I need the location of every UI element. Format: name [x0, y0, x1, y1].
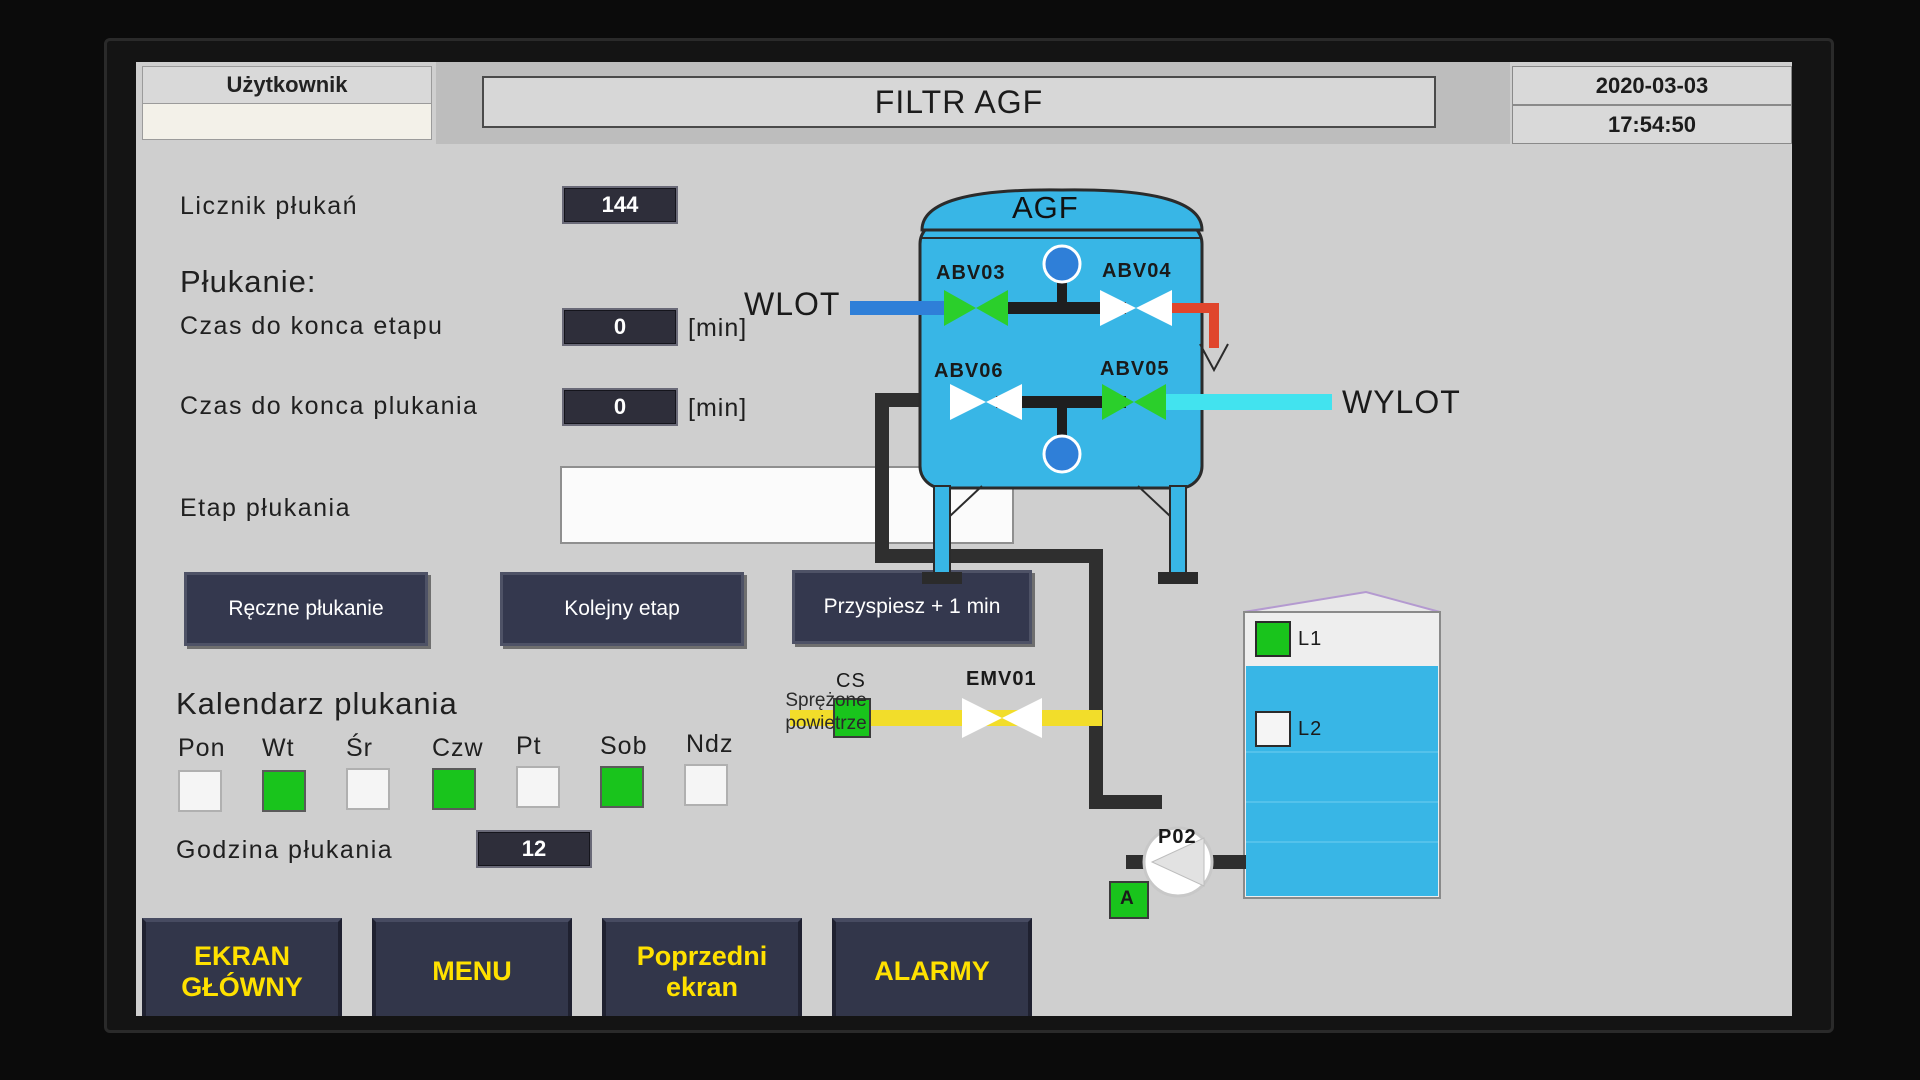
compressed-air-label: Sprężone powietrze [785, 690, 866, 736]
user-label: Użytkownik [142, 66, 432, 104]
stage-time-value: 0 [562, 308, 678, 346]
lower-nozzle [1042, 434, 1082, 474]
level-l1-indicator [1255, 621, 1291, 657]
tank-label: AGF [1012, 190, 1079, 225]
process-diagram [790, 188, 1441, 919]
alarms-button[interactable]: ALARMY [832, 918, 1032, 1016]
rinse-hour-label: Godzina płukania [176, 836, 394, 864]
rinse-time-label: Czas do konca plukania [180, 392, 479, 420]
day-label-fri: Pt [516, 732, 542, 760]
compressed-air-line2: powietrze [785, 712, 867, 734]
level-l1-label: L1 [1298, 628, 1323, 650]
calendar-title: Kalendarz plukania [176, 686, 458, 721]
pump-label: P02 [1158, 826, 1197, 848]
rinse-counter-value: 144 [562, 186, 678, 224]
compressed-air-line1: Sprężone [785, 690, 867, 711]
rinse-section-label: Płukanie: [180, 264, 317, 299]
title-band: FILTR AGF [436, 62, 1510, 144]
accelerate-button[interactable]: Przyspiesz + 1 min [792, 570, 1032, 644]
abv03-label: ABV03 [936, 262, 1006, 284]
stage-label: Etap płukania [180, 494, 352, 522]
cs-label: CS [836, 670, 866, 692]
main-screen-line2: GŁÓWNY [181, 972, 303, 1002]
abv03-valve [944, 290, 976, 326]
datetime-box: 2020-03-03 17:54:50 [1512, 66, 1792, 144]
main-screen-line1: EKRAN [193, 940, 290, 971]
menu-button[interactable]: MENU [372, 918, 572, 1016]
next-stage-button[interactable]: Kolejny etap [500, 572, 744, 646]
day-label-wed: Śr [346, 734, 373, 762]
manual-rinse-button[interactable]: Ręczne płukanie [184, 572, 428, 646]
day-label-sun: Ndz [686, 730, 734, 758]
day-label-tue: Wt [262, 734, 295, 762]
tank-leg-right [1169, 485, 1187, 579]
date-display: 2020-03-03 [1512, 66, 1792, 105]
abv04-label: ABV04 [1102, 260, 1172, 282]
storage-tank-roof [1243, 590, 1441, 613]
day-toggle-wed[interactable] [346, 768, 390, 810]
hot-pipe [1160, 303, 1219, 348]
level-l2-label: L2 [1298, 718, 1323, 740]
day-toggle-mon[interactable] [178, 770, 222, 812]
outlet-label: WYLOT [1342, 384, 1461, 420]
abv06-valve [950, 384, 986, 420]
previous-line1: Poprzedni [636, 940, 768, 971]
abv06-label: ABV06 [934, 360, 1004, 382]
level-l2-indicator [1255, 711, 1291, 747]
abv05-valve [1102, 384, 1134, 420]
rinse-time-unit: [min] [688, 394, 748, 422]
rinse-hour-value[interactable]: 12 [476, 830, 592, 868]
emv01-label: EMV01 [966, 668, 1037, 690]
drain-pipe [875, 393, 1162, 809]
tank-leg-left [933, 485, 951, 579]
day-toggle-thu[interactable] [432, 768, 476, 810]
pump-mode-label: A [1120, 888, 1135, 909]
day-toggle-sun[interactable] [684, 764, 728, 806]
storage-tank-water [1246, 666, 1438, 896]
filter-tank-top [920, 188, 1204, 232]
upper-nozzle [1042, 244, 1082, 284]
day-toggle-sat[interactable] [600, 766, 644, 808]
rinse-time-value: 0 [562, 388, 678, 426]
stage-time-label: Czas do konca etapu [180, 312, 444, 340]
rinse-counter-label: Licznik płukań [180, 192, 359, 220]
page-title: FILTR AGF [482, 76, 1436, 128]
previous-line2: ekran [665, 972, 739, 1002]
abv04-valve [1100, 290, 1136, 326]
day-label-sat: Sob [600, 732, 648, 760]
day-label-mon: Pon [178, 734, 226, 762]
stage-time-unit: [min] [688, 314, 748, 342]
abv05-label: ABV05 [1100, 358, 1170, 380]
hmi-screen: Użytkownik FILTR AGF 2020-03-03 17:54:50… [136, 62, 1792, 1016]
pump-mode-indicator [1109, 881, 1149, 919]
inlet-label: WLOT [744, 286, 841, 322]
day-toggle-tue[interactable] [262, 770, 306, 812]
user-box[interactable]: Użytkownik [142, 66, 432, 142]
cs-indicator [833, 698, 871, 738]
emv01-valve [962, 698, 1002, 738]
user-field[interactable] [142, 104, 432, 140]
day-toggle-fri[interactable] [516, 766, 560, 808]
time-display: 17:54:50 [1512, 105, 1792, 144]
day-label-thu: Czw [432, 734, 484, 762]
